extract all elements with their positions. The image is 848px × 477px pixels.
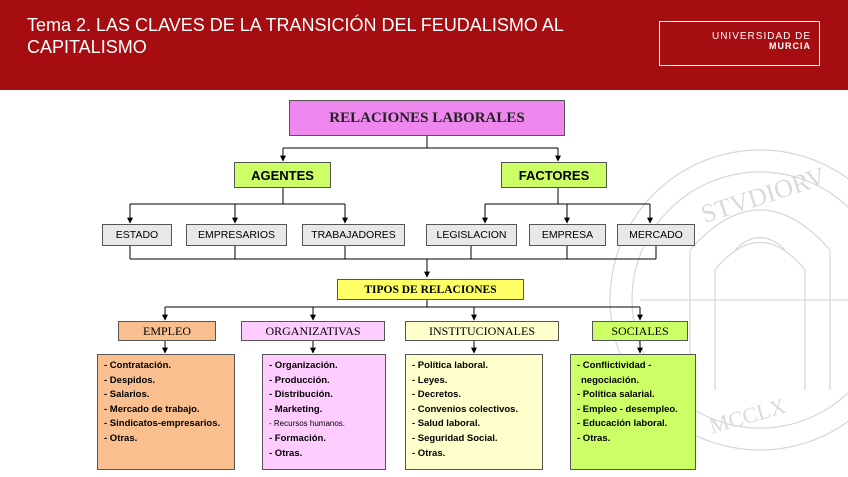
agentes-node: AGENTES [234,162,331,188]
list-item: - Despidos. [104,374,156,386]
list-item: - Otras. [104,432,138,444]
list-item: - Política salarial. [577,389,655,401]
root-node: RELACIONES LABORALES [289,100,565,136]
logo-line-1: UNIVERSIDAD DE [711,31,811,42]
title-line-2: CAPITALISMO [27,37,147,57]
list-item: - Otras. [269,447,303,459]
sociales-list: - Conflictividad - negociación. - Políti… [570,354,696,470]
list-item: - Salarios. [104,389,150,401]
list-item: - Conflictividad - [577,360,652,371]
logo-line-2: MURCIA [769,41,811,51]
agent-item-empresarios: EMPRESARIOS [186,224,287,246]
list-item: - Sindicatos-empresarios. [104,418,221,430]
university-logo: UNIVERSIDAD DE MURCIA [659,21,820,66]
list-item: - Formación. [269,432,327,444]
agentes-label: AGENTES [251,167,314,183]
tipos-node: TIPOS DE RELACIONES [337,279,524,300]
agent-item-estado: ESTADO [102,224,172,246]
agent-item-label: ESTADO [115,229,159,241]
list-item: - Política laboral. [412,360,489,371]
agent-item-trabajadores: TRABAJADORES [302,224,405,246]
list-item: negociación. [581,374,640,386]
list-item: - Salud laboral. [412,418,481,430]
factor-item-mercado: MERCADO [617,224,695,246]
factor-item-label: EMPRESA [541,229,594,241]
category-label: SOCIALES [611,323,669,338]
factor-item-label: LEGISLACION [436,229,507,241]
organizativas-list: - Organización. - Producción. - Distribu… [262,354,386,470]
list-item: - Empleo - desempleo. [577,403,678,415]
list-item: - Convenios colectivos. [412,403,519,415]
page-title: Tema 2. LAS CLAVES DE LA TRANSICIÓN DEL … [27,14,627,58]
category-label: EMPLEO [143,323,191,338]
list-item: - Recursos humanos. [269,419,346,429]
category-label: ORGANIZATIVAS [265,323,361,338]
list-item: - Mercado de trabajo. [104,403,200,415]
list-item: - Marketing. [269,403,323,415]
list-item: - Leyes. [412,374,448,386]
list-item: - Organización. [269,360,338,371]
header-bar: Tema 2. LAS CLAVES DE LA TRANSICIÓN DEL … [0,0,848,90]
root-label: RELACIONES LABORALES [329,109,525,126]
list-item: - Educación laboral. [577,418,668,430]
category-label: INSTITUCIONALES [429,323,535,338]
factor-item-label: MERCADO [629,229,683,241]
list-item: - Otras. [412,447,446,459]
factor-item-legislacion: LEGISLACION [426,224,517,246]
institucionales-list: - Política laboral. - Leyes. - Decretos.… [405,354,543,470]
tipos-label: TIPOS DE RELACIONES [364,283,497,296]
agent-item-label: EMPRESARIOS [197,229,276,241]
factor-item-empresa: EMPRESA [529,224,606,246]
list-item: - Producción. [269,374,330,386]
factores-node: FACTORES [501,162,607,188]
category-organizativas: ORGANIZATIVAS [241,321,385,341]
empleo-list: - Contratación. - Despidos. - Salarios. … [97,354,235,470]
list-item: - Contratación. [104,360,172,371]
agent-item-label: TRABAJADORES [311,229,396,241]
category-institucionales: INSTITUCIONALES [405,321,559,341]
list-item: - Decretos. [412,389,462,401]
list-item: - Seguridad Social. [412,432,498,444]
title-line-1: Tema 2. LAS CLAVES DE LA TRANSICIÓN DEL … [27,15,564,35]
list-item: - Distribución. [269,389,333,401]
list-item: - Otras. [577,432,611,444]
factores-label: FACTORES [518,167,590,183]
category-empleo: EMPLEO [118,321,216,341]
category-sociales: SOCIALES [592,321,688,341]
